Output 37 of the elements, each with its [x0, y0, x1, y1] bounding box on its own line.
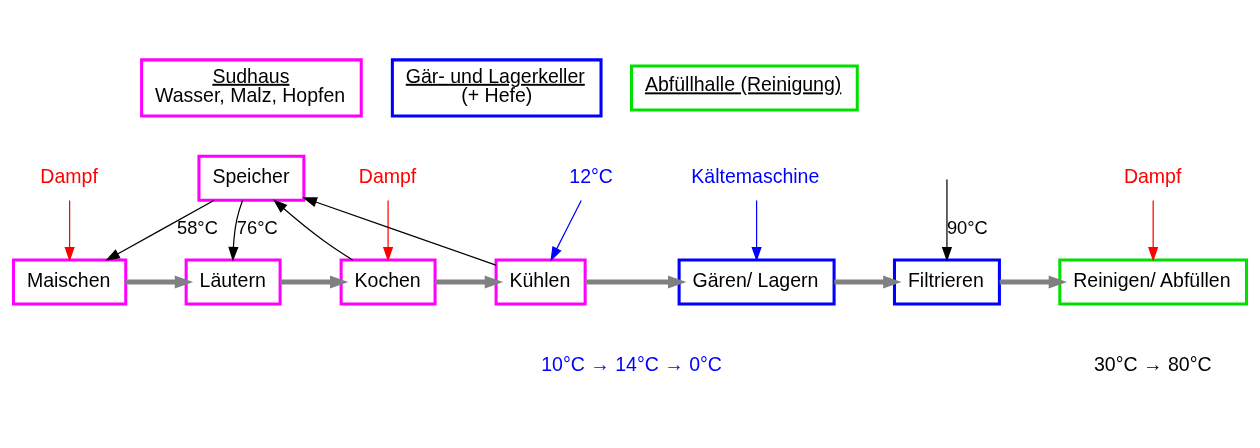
arrow [941, 178, 953, 262]
node-text: Dampf [358, 164, 417, 187]
label: 10°C → 14°C → 0°C [541, 352, 722, 375]
arrow [585, 275, 687, 289]
node-text: 12°C [569, 164, 613, 187]
node-box: Reinigen/ Abfüllen [1058, 258, 1249, 306]
node-box: Läutern [184, 258, 282, 306]
edge-label: 90°C [946, 217, 988, 239]
node-box: Kühlen [494, 258, 587, 306]
arrow [302, 197, 497, 266]
arrow [64, 199, 75, 262]
node-box: Speicher [197, 154, 306, 202]
node-box: Filtrieren [892, 258, 1001, 306]
arrow [382, 199, 394, 262]
node-box: Kochen [339, 258, 437, 306]
label: 30°C → 80°C [1093, 352, 1212, 375]
arrow [125, 275, 194, 289]
arrow [550, 199, 582, 262]
arrow [834, 275, 902, 289]
arrow [999, 275, 1068, 289]
arrow [273, 199, 354, 261]
arrow [228, 199, 244, 262]
node-box: Sudhaus Wasser, Malz, Hopfen [140, 58, 363, 118]
edge-label: 58°C [176, 217, 218, 239]
arrow [280, 275, 349, 289]
edge-label: 76°C [236, 217, 278, 239]
node-box: Gär- und Lagerkeller (+ Hefe) [390, 58, 603, 118]
node-text: Dampf [1123, 164, 1182, 187]
arrow [1148, 199, 1159, 262]
node-text: Dampf [40, 164, 98, 187]
arrow [435, 275, 504, 289]
arrow [105, 199, 215, 261]
node-box: Abfüllhalle (Reinigung) [630, 64, 859, 112]
node-box: Maischen [11, 258, 128, 306]
node-text: Kältemaschine [691, 164, 820, 187]
node-box: Gären/ Lagern [677, 258, 836, 306]
arrow [751, 199, 762, 262]
